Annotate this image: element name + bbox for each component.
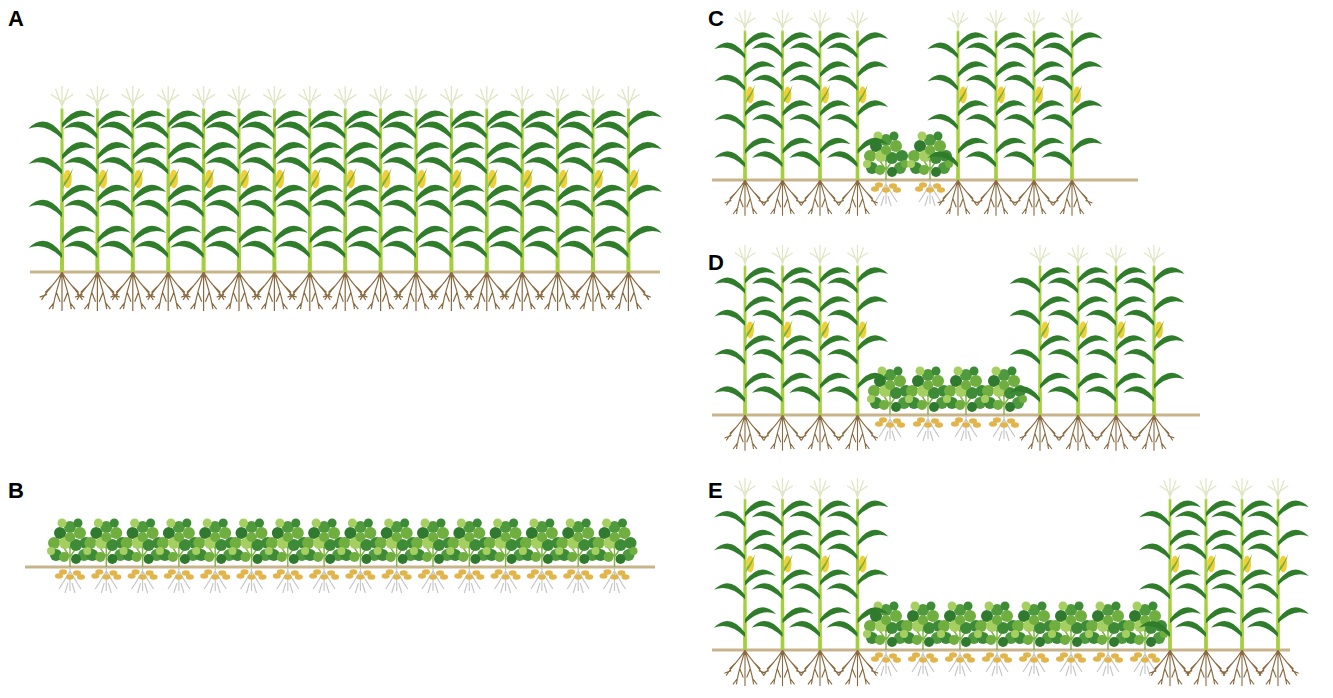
peanut-plant	[483, 519, 529, 594]
maize-plant	[1247, 478, 1309, 686]
maize-plant	[276, 86, 343, 311]
maize-plant	[489, 86, 556, 311]
maize-plant	[1041, 10, 1102, 216]
maize-plant	[752, 245, 813, 451]
peanut-plant	[156, 519, 202, 594]
maize-plant	[560, 86, 627, 311]
maize-plant	[714, 245, 775, 451]
peanut-plant	[229, 519, 275, 594]
panel-label: B	[8, 480, 24, 502]
maize-plant	[1123, 245, 1184, 451]
maize-plant	[135, 86, 202, 311]
ground-line	[712, 179, 1138, 182]
maize-plant	[29, 86, 96, 311]
peanut-plant	[1011, 602, 1057, 677]
maize-plant	[1009, 245, 1070, 451]
maize-plant	[827, 245, 888, 451]
maize-plant	[418, 86, 485, 311]
maize-plant	[170, 86, 237, 311]
maize-plant	[524, 86, 591, 311]
peanut-plant	[337, 519, 383, 594]
maize-plant	[1047, 245, 1108, 451]
maize-plant	[595, 86, 662, 311]
maize-plant	[789, 478, 851, 686]
peanut-plant	[937, 602, 983, 677]
peanut-plant	[519, 519, 565, 594]
panel-label: E	[708, 480, 723, 502]
peanut-plant	[592, 519, 638, 594]
panel-label: A	[8, 8, 24, 30]
ground-line	[25, 566, 655, 569]
peanut-plant	[1122, 602, 1168, 677]
peanut-plant	[1085, 602, 1131, 677]
peanut-plant	[192, 519, 238, 594]
peanut-plant	[555, 519, 601, 594]
maize-plant	[965, 10, 1026, 216]
ground-line	[712, 649, 1290, 652]
maize-plant	[1085, 245, 1146, 451]
maize-plant	[99, 86, 166, 311]
peanut-plant	[301, 519, 347, 594]
maize-plant	[752, 478, 814, 686]
maize-plant	[789, 245, 850, 451]
maize-plant	[241, 86, 308, 311]
peanut-plant	[1048, 602, 1094, 677]
maize-plant	[827, 10, 888, 216]
maize-plant	[714, 10, 775, 216]
maize-plant	[1003, 10, 1064, 216]
peanut-plant	[974, 602, 1020, 677]
peanut-plant	[943, 367, 989, 442]
peanut-plant	[265, 519, 311, 594]
peanut-plant	[981, 367, 1027, 442]
maize-plant	[927, 10, 988, 216]
maize-plant	[312, 86, 379, 311]
peanut-plant	[900, 602, 946, 677]
maize-plant	[752, 10, 813, 216]
maize-plant	[206, 86, 273, 311]
panel-label: C	[708, 8, 724, 30]
peanut-plant	[47, 519, 93, 594]
peanut-plant	[374, 519, 420, 594]
maize-plant	[383, 86, 450, 311]
maize-plant	[1139, 478, 1201, 686]
maize-plant	[64, 86, 131, 311]
maize-plant	[827, 478, 889, 686]
ground-line	[712, 414, 1200, 417]
maize-plant	[714, 478, 776, 686]
peanut-plant	[120, 519, 166, 594]
peanut-plant	[446, 519, 492, 594]
maize-plant	[1175, 478, 1237, 686]
maize-plant	[453, 86, 520, 311]
peanut-plant	[83, 519, 129, 594]
maize-plant	[347, 86, 414, 311]
peanut-plant	[410, 519, 456, 594]
peanut-plant	[905, 367, 951, 442]
maize-plant	[1211, 478, 1273, 686]
maize-plant	[789, 10, 850, 216]
panel-label: D	[708, 252, 724, 274]
